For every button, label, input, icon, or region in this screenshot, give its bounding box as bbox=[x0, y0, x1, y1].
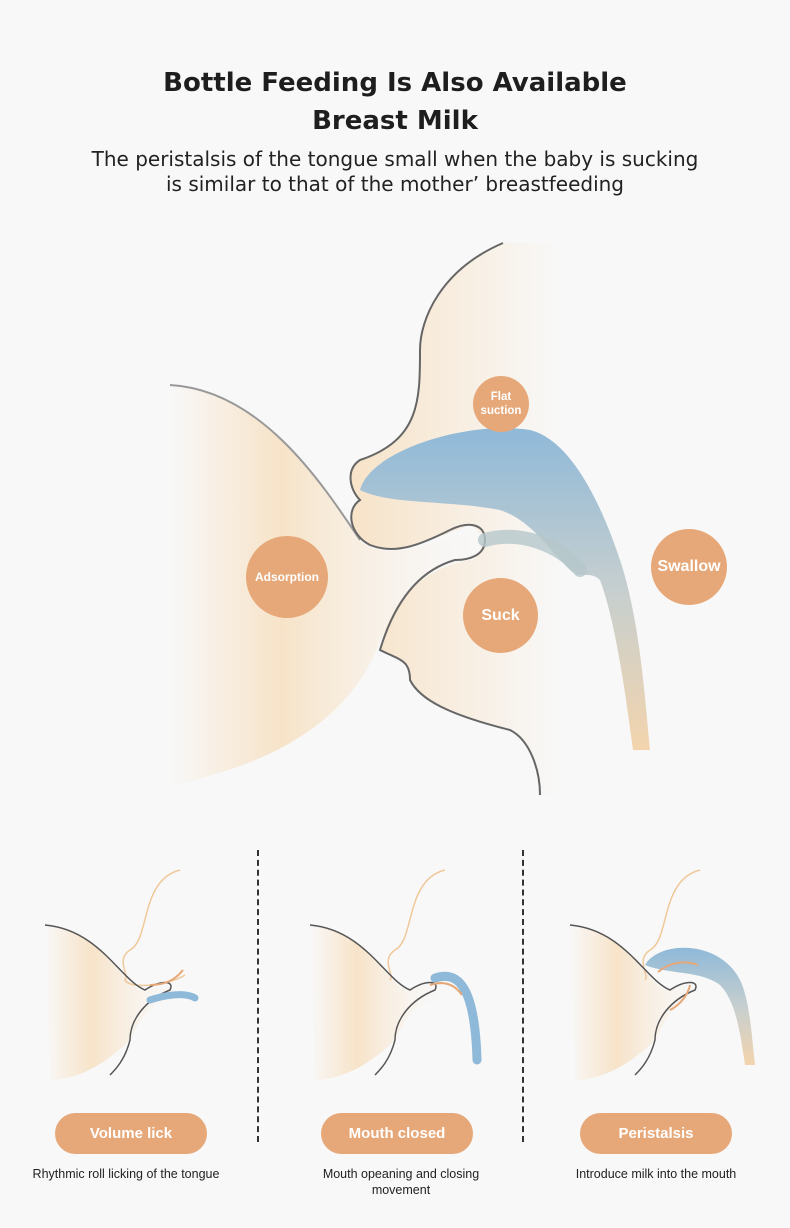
step-caption: Mouth opeaning and closing movement bbox=[322, 1167, 480, 1197]
divider bbox=[522, 850, 524, 1142]
step-caption: Rhythmic roll licking of the tongue bbox=[32, 1167, 220, 1181]
step-illustration-volume-lick bbox=[44, 869, 199, 1080]
step-illustration-peristalsis bbox=[569, 869, 755, 1080]
breast-shape bbox=[170, 385, 490, 785]
step-label-volume-lick: Volume lick bbox=[55, 1113, 207, 1154]
title-line-1: Bottle Feeding Is Also Available bbox=[163, 68, 627, 98]
label-flat-suction: Flat suction bbox=[473, 376, 529, 432]
flat-suction-line-1: Flat bbox=[490, 391, 512, 403]
step-label-peristalsis: Peristalsis bbox=[580, 1113, 732, 1154]
step-label-mouth-closed: Mouth closed bbox=[321, 1113, 473, 1154]
step-illustration-mouth-closed bbox=[309, 869, 482, 1080]
tongue-shape bbox=[360, 428, 650, 750]
label-swallow: Swallow bbox=[651, 529, 727, 605]
step-caption: Introduce milk into the mouth bbox=[575, 1167, 737, 1181]
title-line-2: Breast Milk bbox=[312, 106, 478, 136]
subtitle-line-1: The peristalsis of the tongue small when… bbox=[91, 147, 699, 171]
divider bbox=[257, 850, 259, 1142]
flat-suction-line-2: suction bbox=[480, 405, 522, 417]
label-suck: Suck bbox=[463, 578, 538, 653]
label-adsorption: Adsorption bbox=[246, 536, 328, 618]
subtitle-line-2: is similar to that of the mother’ breast… bbox=[165, 172, 625, 196]
